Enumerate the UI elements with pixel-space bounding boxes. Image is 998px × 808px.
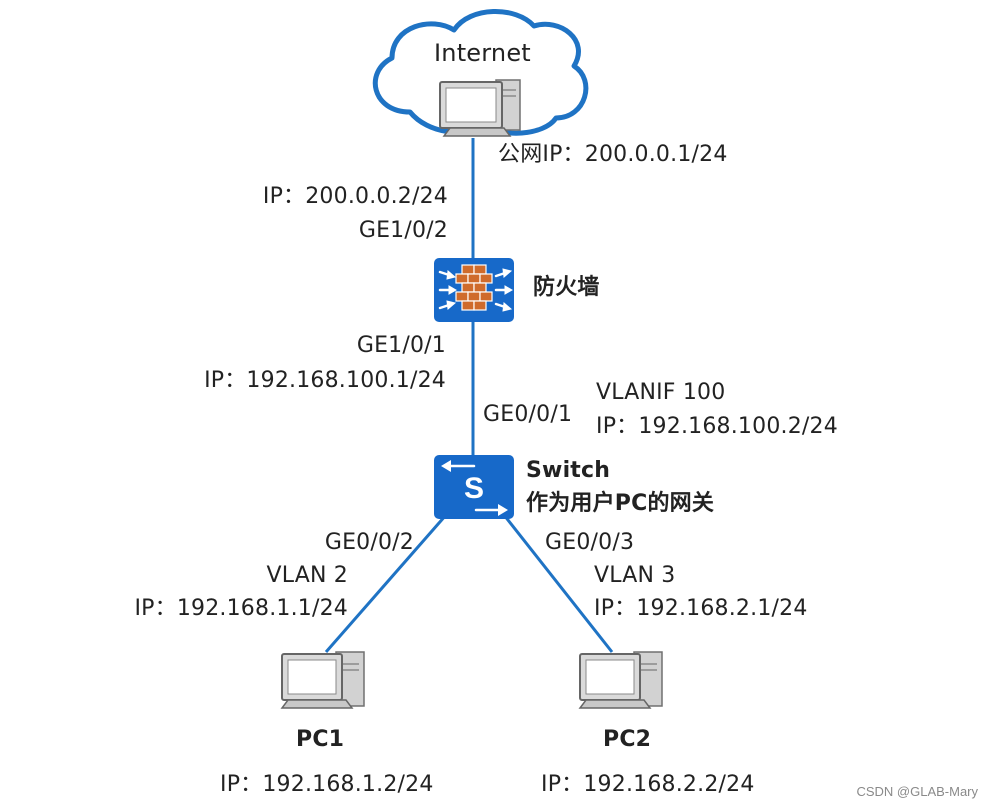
left-link-ip-label: IP：192.168.1.1/24 (134, 596, 348, 621)
switch-role-label: 作为用户PC的网关 (526, 491, 715, 516)
firewall-icon (434, 258, 514, 322)
pc2-ip-label: IP：192.168.2.2/24 (541, 772, 755, 797)
firewall-label: 防火墙 (533, 275, 600, 300)
pc2-computer-icon (578, 651, 663, 709)
pc2-label: PC2 (603, 727, 652, 752)
pc1-computer-icon (280, 651, 365, 709)
switch-uplink-port-label: GE0/0/1 (483, 402, 573, 427)
left-link-vlan-label: VLAN 2 (266, 563, 348, 588)
internet-host-icon (439, 79, 521, 137)
switch-icon: S (434, 455, 514, 519)
firewall-upstream-ip-label: IP：200.0.0.2/24 (262, 184, 448, 209)
csdn-watermark: CSDN @GLAB-Mary (856, 784, 978, 799)
internet-label: Internet (434, 39, 531, 67)
right-link-ip-label: IP：192.168.2.1/24 (594, 596, 808, 621)
right-link-vlan-label: VLAN 3 (594, 563, 676, 588)
firewall-downstream-port-label: GE1/0/1 (356, 333, 446, 358)
left-link-port-label: GE0/0/2 (324, 530, 414, 555)
link-switch-pc2 (502, 514, 614, 653)
firewall-upstream-port-label: GE1/0/2 (358, 218, 448, 243)
link-switch-pc1 (324, 514, 448, 653)
pc1-label: PC1 (296, 727, 345, 752)
firewall-downstream-ip-label: IP：192.168.100.1/24 (204, 368, 446, 393)
pc1-ip-label: IP：192.168.1.2/24 (220, 772, 434, 797)
switch-vlanif-label: VLANIF 100 (596, 380, 726, 405)
internet-public-ip-label: 公网IP：200.0.0.1/24 (498, 142, 728, 167)
switch-name-label: Switch (526, 458, 611, 483)
right-link-port-label: GE0/0/3 (545, 530, 635, 555)
svg-text:S: S (464, 472, 484, 505)
switch-vlanif-ip-label: IP：192.168.100.2/24 (596, 414, 838, 439)
